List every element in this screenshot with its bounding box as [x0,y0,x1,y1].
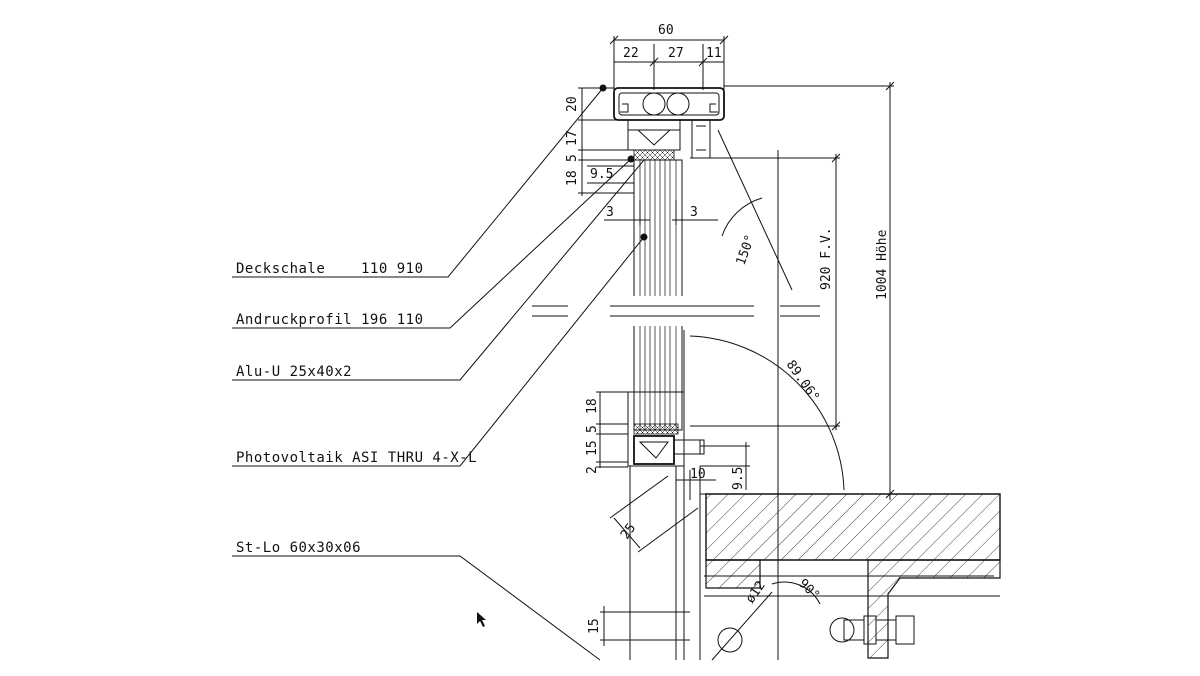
angle-90: 90° [795,576,822,603]
break-gap [620,296,700,326]
dim-9-5-top: 9.5 [590,167,613,182]
dim-top-22: 22 [623,46,639,61]
bottom-clamp [627,391,705,467]
top-dimension-lines [609,35,729,90]
dim-top-60: 60 [658,23,674,38]
angle-89: 89.06° [783,358,822,405]
dim-9-5-bot: 9.5 [731,467,746,490]
arc-89 [689,335,845,491]
height-dims [690,81,895,500]
label-photovoltaik: Photovoltaik ASI THRU 4-X-L [236,450,477,466]
dim-1004-hoehe: 1004 Höhe [875,229,890,300]
dim-top-27: 27 [668,46,684,61]
dim-3-right: 3 [690,205,698,220]
dim-920-fv: 920 F.V. [819,227,834,290]
dim-left-5: 5 [565,154,580,162]
three-dims [604,200,718,225]
dim-3-left: 3 [606,205,614,220]
break-lines [532,305,820,317]
left-dim-bottom [596,391,628,468]
hole-leader [711,591,773,661]
dim-left-17: 17 [565,130,580,146]
dim-10: 10 [690,467,706,482]
label-andruckprofil: Andruckprofil 196 110 [236,312,424,328]
deckschale-profile [599,84,725,121]
dim-15-bottom [600,606,690,646]
angle-150-lines [717,129,793,291]
dim-left-20: 20 [565,96,580,112]
structure-verticals [629,150,779,660]
dim-left-18: 18 [565,170,580,186]
andruckprofil [627,119,711,163]
dim-bot-2: 2 [585,466,600,474]
dim-25: 25 [618,521,639,542]
arc-90 [771,581,821,605]
dim-bot-15: 15 [585,440,600,456]
angle-150: 150° [734,233,759,268]
concrete-slab [704,493,1001,659]
label-deckschale: Deckschale 110 910 [236,261,424,277]
dim-bot-18: 18 [585,398,600,414]
mouse-cursor-icon [477,612,486,627]
left-dim-top [578,87,634,196]
dim-25-lines [609,475,699,553]
label-st-lo: St-Lo 60x30x06 [236,540,361,556]
anchor-bolt [829,615,915,645]
dim-top-11: 11 [706,46,722,61]
label-alu-u: Alu-U 25x40x2 [236,364,352,380]
dim-15: 15 [587,618,602,634]
photovoltaik-panel [633,159,683,431]
leader-lines [232,87,645,661]
dim-bot-5: 5 [585,425,600,433]
hole-12-circle [717,627,743,653]
